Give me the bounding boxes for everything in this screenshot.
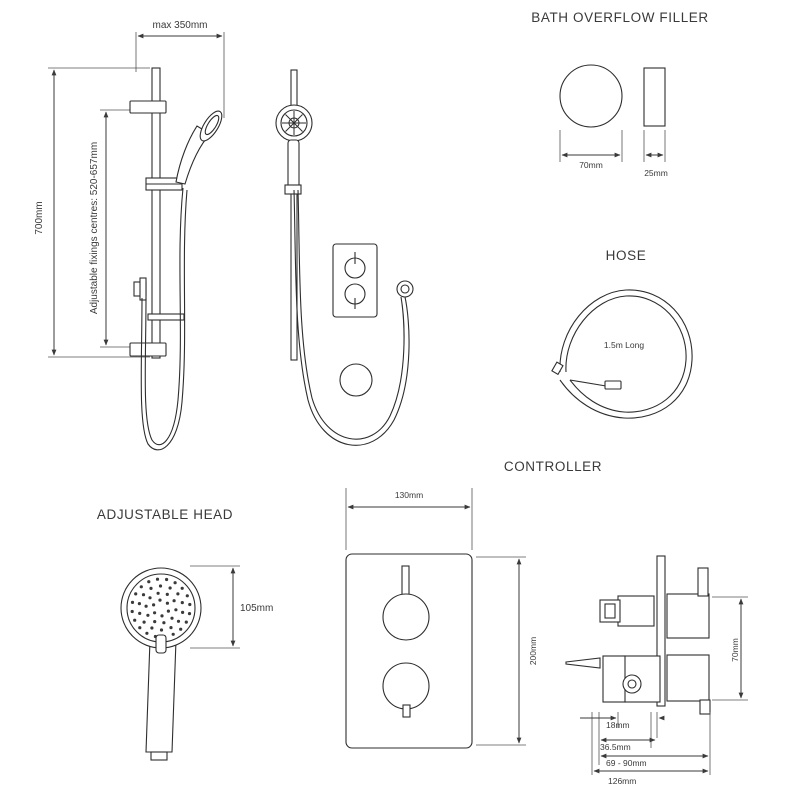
controller-width-label: 130mm xyxy=(395,490,423,500)
nozzle-dot xyxy=(179,627,183,631)
nozzle-dot xyxy=(138,626,142,630)
valve-18-label: 18mm xyxy=(606,720,630,730)
nozzle-dot xyxy=(149,586,153,591)
nozzle-dot xyxy=(155,577,160,581)
bath-overflow-filler-title: BATH OVERFLOW FILLER xyxy=(531,10,709,25)
nozzle-dot xyxy=(158,584,163,588)
head-diameter-label: 105mm xyxy=(240,603,273,614)
nozzle-dot xyxy=(166,609,170,613)
controller-title: CONTROLLER xyxy=(504,459,602,474)
controller-faceplate xyxy=(345,553,473,749)
nozzle-dot xyxy=(187,612,192,616)
nozzle-dot xyxy=(138,611,142,616)
nozzle-dot xyxy=(144,604,148,608)
nozzle-dot xyxy=(150,626,154,630)
nozzle-dot xyxy=(156,591,160,595)
nozzle-dot xyxy=(137,602,141,606)
nozzle-dot xyxy=(165,592,169,597)
nozzle-dot xyxy=(148,596,152,600)
nozzle-dot xyxy=(158,598,162,602)
hose-section: HOSE 1.5m Long xyxy=(551,248,693,419)
nozzle-dot xyxy=(160,614,164,618)
filler-depth-label: 25mm xyxy=(644,168,668,178)
hose-title: HOSE xyxy=(606,248,647,263)
nozzle-dot xyxy=(147,580,151,584)
nozzle-dot xyxy=(173,581,177,585)
nozzle-dot xyxy=(170,616,174,620)
nozzle-dot xyxy=(146,613,150,617)
nozzle-dot xyxy=(174,608,178,612)
nozzle-dot xyxy=(181,610,185,615)
nozzle-dot xyxy=(165,601,169,605)
nozzle-dot xyxy=(172,599,176,603)
adjustable-head-section: ADJUSTABLE HEAD 105mm xyxy=(97,507,273,761)
nozzle-dot xyxy=(159,628,164,632)
filler-side-view xyxy=(643,67,666,127)
nozzle-dot xyxy=(130,600,135,605)
nozzle-dot xyxy=(176,619,181,623)
nozzle-dot xyxy=(162,621,166,625)
rail-height-label: 700mm xyxy=(34,201,45,234)
valve-126-label: 126mm xyxy=(608,776,636,786)
nozzle-dot xyxy=(141,593,146,597)
nozzle-dot xyxy=(134,592,138,596)
nozzle-dot xyxy=(169,626,173,630)
nozzle-dot xyxy=(142,620,146,624)
nozzle-dot xyxy=(153,611,157,615)
nozzle-dot xyxy=(168,586,172,590)
riser-rail-front-view: max 350mm 700mm Adjustable fixings centr… xyxy=(34,20,225,451)
nozzle-dot xyxy=(176,592,180,596)
nozzle-dot xyxy=(153,620,157,624)
controller-section: CONTROLLER 130mm 200mm xyxy=(345,459,602,749)
nozzle-dot xyxy=(145,631,149,635)
nozzle-dot xyxy=(180,586,184,590)
valve-body-section: 70mm 18mm 36.5mm 69 - 90mm 126mm xyxy=(565,555,748,786)
filler-front-view xyxy=(559,64,623,128)
controller-lower-dial xyxy=(382,662,430,710)
valve-36-5-label: 36.5mm xyxy=(600,742,631,752)
fixing-centres-label: Adjustable fixings centres: 520-657mm xyxy=(89,142,100,314)
valve-height-label: 70mm xyxy=(730,638,740,662)
bath-overflow-filler-section: BATH OVERFLOW FILLER 70mm 25mm xyxy=(531,10,709,178)
controller-upper-dial xyxy=(382,593,430,641)
nozzle-dot xyxy=(133,618,137,622)
nozzle-dot xyxy=(171,632,175,636)
riser-rail-side-view xyxy=(275,69,414,446)
filler-diameter-label: 70mm xyxy=(579,160,603,170)
nozzle-dot xyxy=(184,620,188,624)
nozzle-dot xyxy=(188,602,192,607)
nozzle-dot xyxy=(130,609,134,614)
controller-height-label: 200mm xyxy=(528,637,538,665)
nozzle-dot xyxy=(139,585,143,589)
rail-max-width-label: max 350mm xyxy=(152,20,207,31)
hose-length-label: 1.5m Long xyxy=(604,340,644,350)
nozzle-dot xyxy=(180,601,184,605)
valve-69-90-label: 69 - 90mm xyxy=(606,758,647,768)
adjustable-head-title: ADJUSTABLE HEAD xyxy=(97,507,233,522)
nozzle-dot xyxy=(185,594,189,598)
nozzle-dot xyxy=(152,603,156,607)
nozzle-dot xyxy=(165,577,169,582)
